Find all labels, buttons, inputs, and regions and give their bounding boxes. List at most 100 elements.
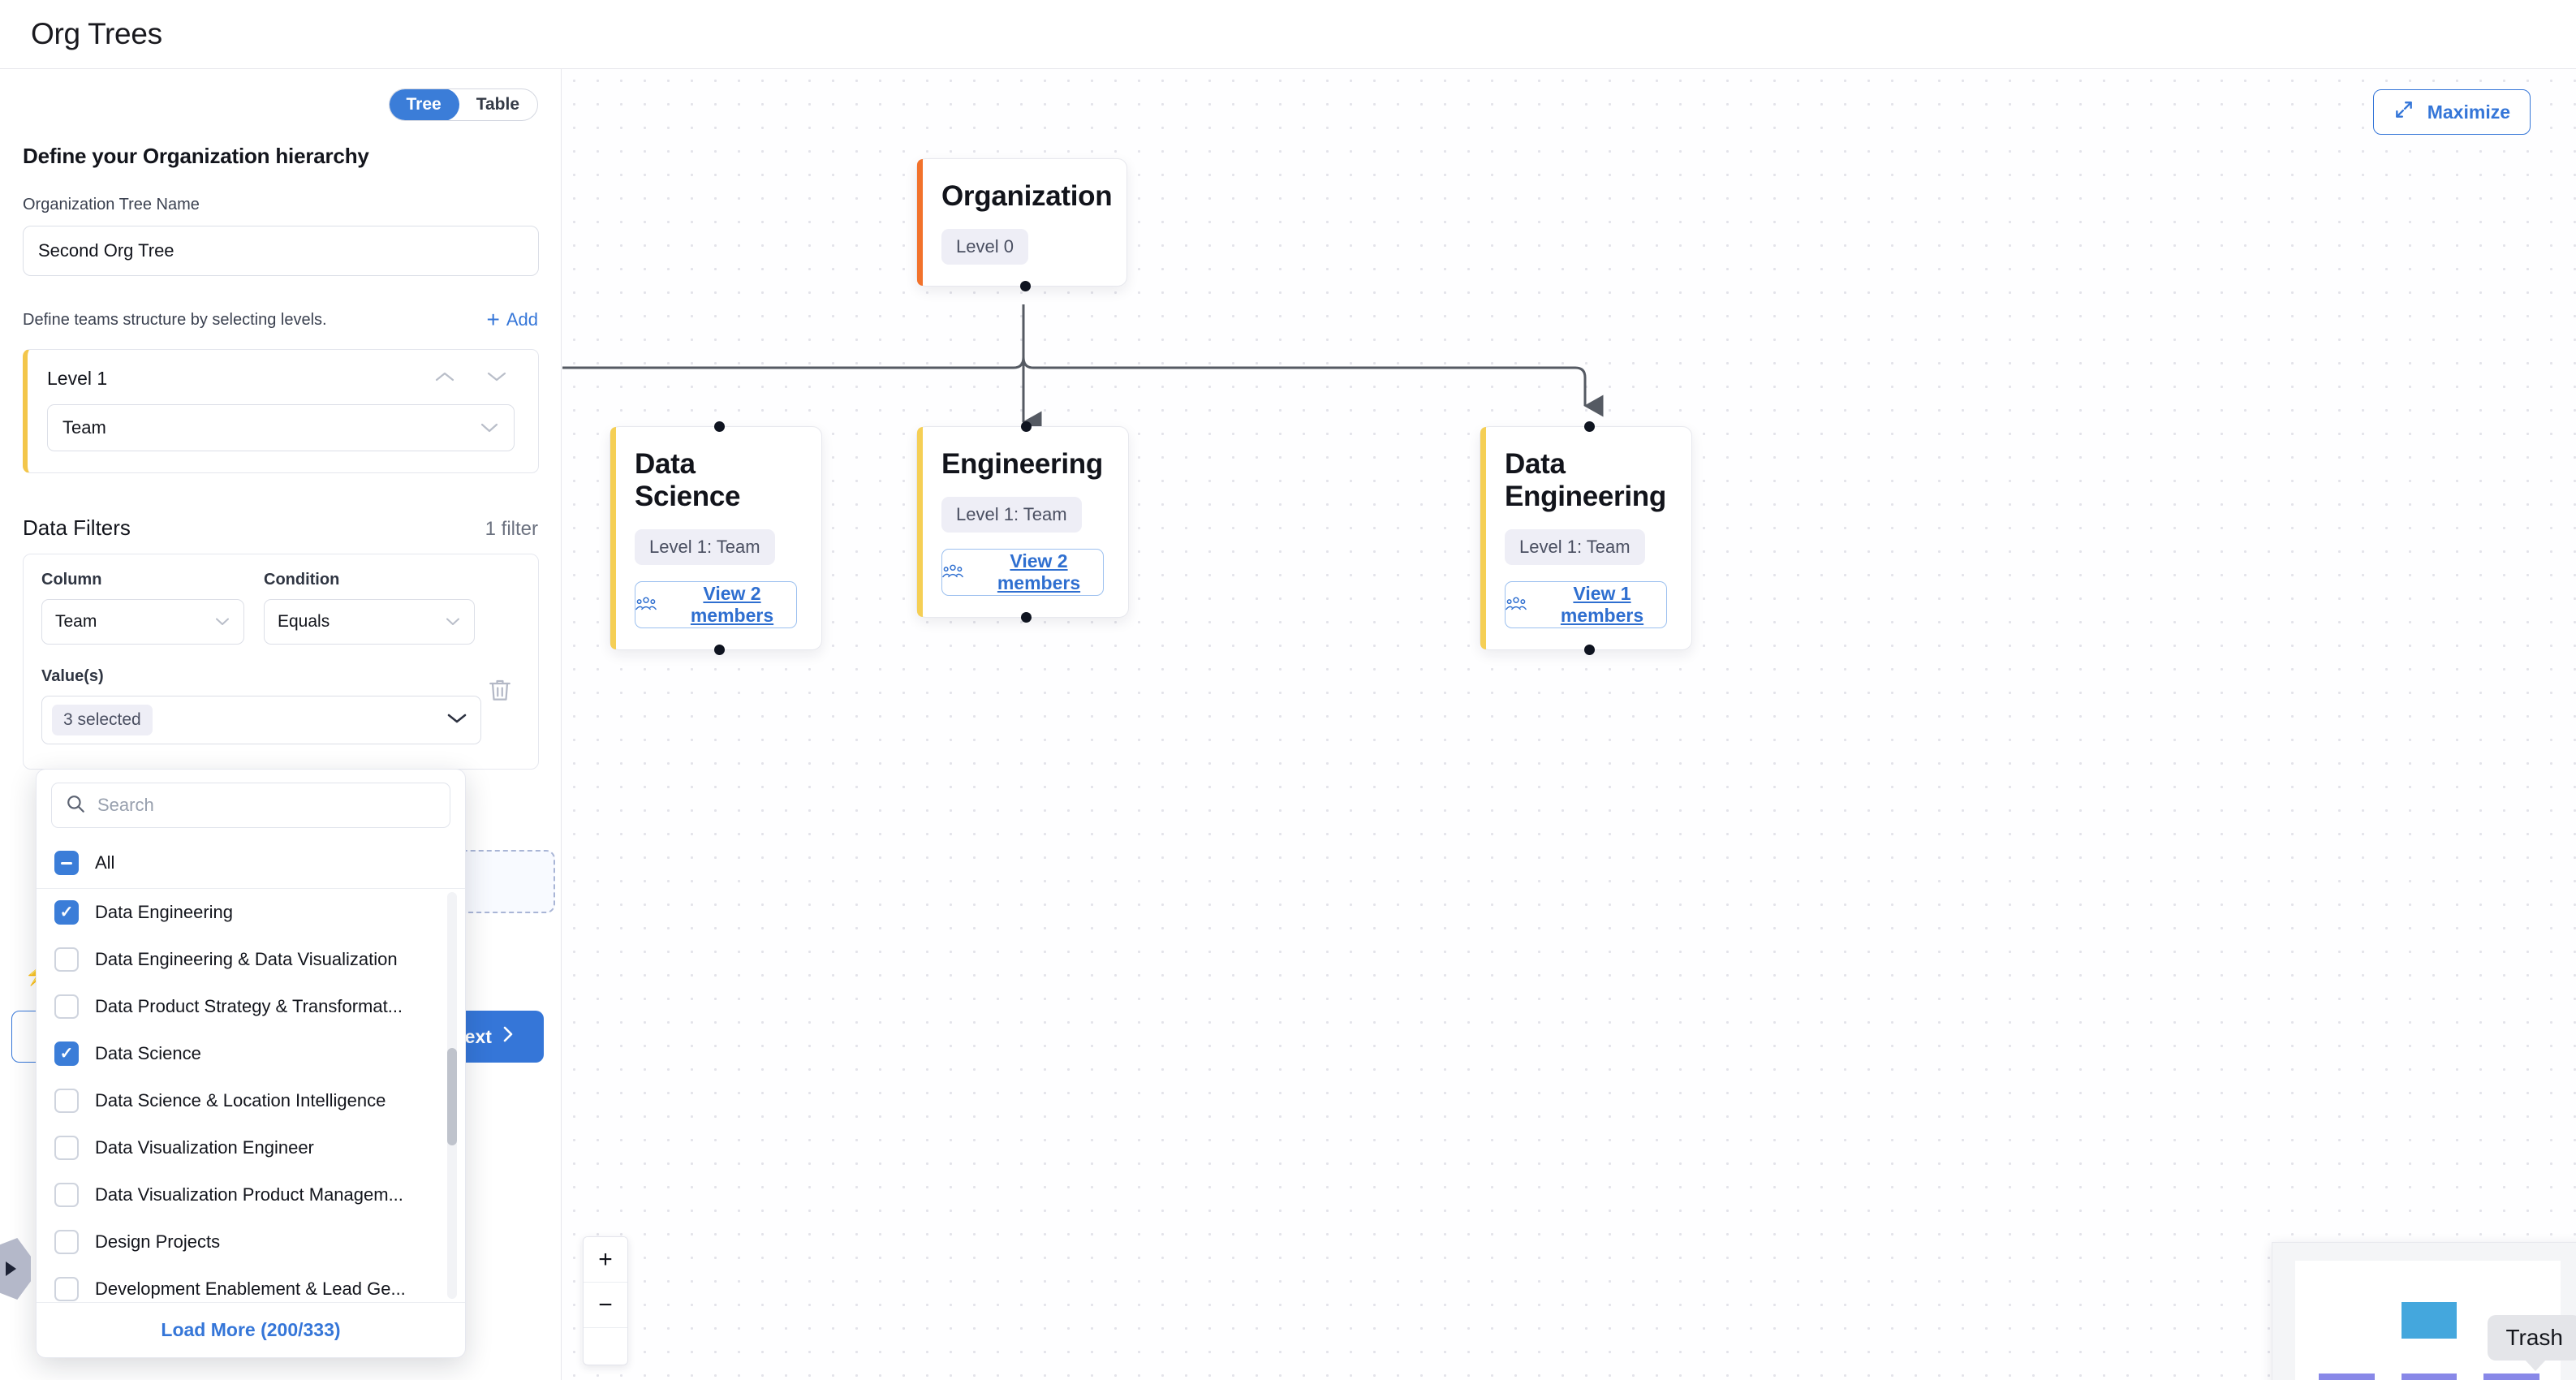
dropdown-option-label: Data Engineering [95, 902, 234, 922]
view-members-button[interactable]: View 2 members [941, 549, 1104, 596]
dropdown-search-input[interactable]: Search [51, 783, 450, 828]
level-title: Level 1 [47, 368, 108, 389]
filter-column-group: Column Team [41, 571, 244, 645]
top-bar: Org Trees [0, 0, 2576, 69]
checkbox-unchecked-icon[interactable] [54, 1136, 79, 1160]
maximize-label: Maximize [2427, 101, 2510, 123]
node-port-bottom [1020, 281, 1031, 291]
node-port-top [714, 421, 725, 432]
dropdown-option-label: Data Engineering & Data Visualization [95, 949, 398, 969]
level-card-header: Level 1 [47, 368, 519, 390]
org-chart-canvas[interactable]: Maximize Organization Level 0 Data Scien… [562, 69, 2576, 1380]
chevron-down-icon[interactable] [486, 370, 507, 387]
chevron-up-icon[interactable] [434, 370, 455, 387]
dropdown-select-all[interactable]: All [37, 839, 465, 889]
view-toggle: Tree Table [23, 69, 538, 121]
selected-count-chip: 3 selected [52, 705, 153, 735]
load-more-button[interactable]: Load More (200/333) [37, 1302, 465, 1357]
column-label: Column [41, 571, 102, 589]
checkbox-unchecked-icon[interactable] [54, 1230, 79, 1254]
trash-tooltip: Trash [2488, 1315, 2576, 1371]
column-select[interactable]: Team [41, 599, 244, 645]
search-icon [65, 793, 86, 818]
org-node-root[interactable]: Organization Level 0 [916, 158, 1127, 291]
dropdown-option-label: Data Product Strategy & Transformat... [95, 996, 403, 1016]
chevron-down-icon [214, 612, 230, 632]
checkbox-checked-icon[interactable]: ✓ [54, 900, 79, 925]
members-icon [635, 594, 657, 616]
checkbox-unchecked-icon[interactable] [54, 994, 79, 1019]
page-title: Org Trees [31, 17, 162, 50]
filter-selectors: Column Team Condition Equals [41, 571, 520, 645]
dropdown-search-wrap: Search [37, 770, 465, 839]
add-level-button[interactable]: + Add [486, 308, 538, 331]
dropdown-option[interactable]: ✓ Data Engineering [37, 889, 465, 936]
values-label: Value(s) [41, 667, 104, 685]
dropdown-option[interactable]: Data Science & Location Intelligence [37, 1077, 465, 1124]
delete-filter-button[interactable] [486, 676, 514, 708]
edges-layer [562, 304, 1604, 433]
org-node-data-science[interactable]: Data Science Level 1: Team View 2 member… [610, 421, 822, 655]
checkbox-unchecked-icon[interactable] [54, 1183, 79, 1207]
trash-icon [486, 679, 514, 708]
plus-icon: + [486, 307, 500, 332]
add-level-label: Add [506, 309, 538, 330]
node-level-badge: Level 1: Team [941, 497, 1082, 533]
minimap-node-child [2483, 1374, 2539, 1380]
minimap-node-root [2401, 1302, 2458, 1339]
node-level-badge: Level 0 [941, 229, 1028, 265]
dropdown-option[interactable]: ✓Data Science [37, 1030, 465, 1077]
checkbox-indeterminate-icon [54, 851, 79, 875]
minimap-node-child [2401, 1374, 2458, 1380]
values-multiselect[interactable]: 3 selected [41, 696, 481, 744]
minimap-node-child [2319, 1374, 2376, 1380]
node-port-bottom [1021, 612, 1032, 623]
tab-table[interactable]: Table [459, 89, 537, 120]
filter-count: 1 filter [485, 518, 538, 540]
view-members-button[interactable]: View 1 members [1505, 581, 1667, 628]
members-icon [942, 562, 963, 584]
condition-value: Equals [278, 612, 330, 631]
tree-name-label: Organization Tree Name [23, 196, 200, 213]
dropdown-option-label: Design Projects [95, 1231, 221, 1252]
dropdown-option[interactable]: Development Enablement & Lead Ge... [37, 1266, 465, 1302]
level-reorder-controls [434, 370, 519, 387]
view-members-button[interactable]: View 2 members [635, 581, 797, 628]
view-members-label: View 1 members [1560, 583, 1644, 626]
node-level-badge: Level 1: Team [1505, 529, 1645, 565]
dropdown-option[interactable]: Data Visualization Engineer [37, 1124, 465, 1171]
tree-name-input[interactable]: Second Org Tree [23, 226, 539, 276]
tab-tree[interactable]: Tree [389, 89, 459, 120]
dropdown-option[interactable]: Data Visualization Product Managem... [37, 1171, 465, 1218]
maximize-icon [2393, 99, 2414, 125]
dropdown-option[interactable]: Data Engineering & Data Visualization [37, 936, 465, 983]
checkbox-unchecked-icon[interactable] [54, 947, 79, 972]
fit-view-button[interactable] [584, 1328, 627, 1361]
zoom-out-button[interactable]: − [584, 1283, 627, 1328]
panel-heading: Define your Organization hierarchy [23, 144, 369, 168]
zoom-in-button[interactable]: + [584, 1237, 627, 1283]
org-node-data-engineering[interactable]: Data Engineering Level 1: Team View 1 me… [1480, 421, 1692, 655]
node-level-badge: Level 1: Team [635, 529, 775, 565]
node-port-bottom [1584, 645, 1595, 655]
dropdown-option[interactable]: Design Projects [37, 1218, 465, 1266]
filter-condition-group: Condition Equals [264, 571, 475, 645]
checkbox-unchecked-icon[interactable] [54, 1277, 79, 1301]
checkbox-unchecked-icon[interactable] [54, 1089, 79, 1113]
view-toggle-group[interactable]: Tree Table [388, 88, 538, 121]
node-title: Engineering [941, 448, 1103, 480]
org-node-engineering[interactable]: Engineering Level 1: Team View 2 members [916, 421, 1129, 623]
levels-header: Define teams structure by selecting leve… [23, 308, 538, 331]
checkbox-checked-icon[interactable]: ✓ [54, 1041, 79, 1066]
view-members-label: View 2 members [997, 550, 1081, 593]
dropdown-option-label: Data Science & Location Intelligence [95, 1090, 386, 1110]
level-card: Level 1 Team [23, 349, 539, 473]
dropdown-option[interactable]: Data Product Strategy & Transformat... [37, 983, 465, 1030]
condition-select[interactable]: Equals [264, 599, 475, 645]
dropdown-scrollbar-thumb[interactable] [447, 1048, 457, 1145]
maximize-button[interactable]: Maximize [2372, 89, 2531, 135]
level-type-select[interactable]: Team [47, 404, 515, 451]
